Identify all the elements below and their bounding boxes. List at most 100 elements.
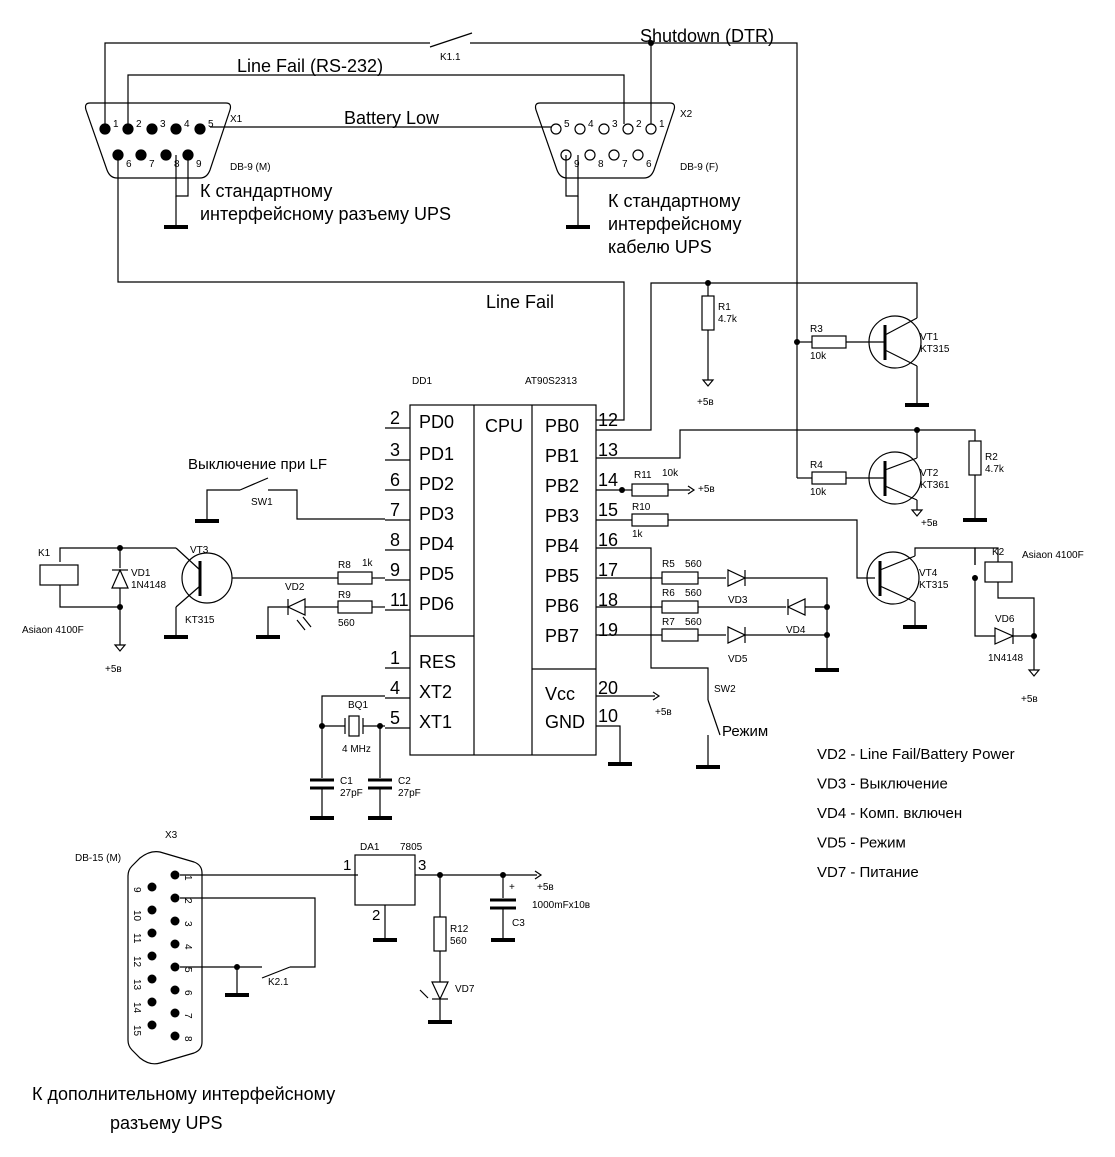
vcc-label: +5в [1021, 694, 1038, 705]
pin-number: 8 [598, 159, 604, 170]
legend-item: VD3 - Выключение [817, 776, 948, 793]
top-wiring [104, 32, 798, 478]
pin-number: 6 [646, 159, 652, 170]
connector-pin [632, 149, 644, 161]
sw1-label: SW1 [251, 497, 273, 508]
x1-type: DB-9 (M) [230, 162, 271, 173]
connector-pin [598, 123, 610, 135]
pin-name: PB7 [545, 626, 579, 646]
pin-number: 3 [390, 440, 400, 460]
crystal-circuit: BQ1 4 MHz C1 27pF C2 27pF [310, 695, 421, 820]
vd3-label: VD3 [728, 595, 748, 606]
vcc-label: +5в [697, 397, 714, 408]
r8-value: 1k [362, 558, 374, 569]
r10-value: 1k [632, 529, 644, 540]
r4-value: 10k [810, 487, 827, 498]
vcc-label: +5в [698, 484, 715, 495]
pin-number: 8 [174, 159, 180, 170]
pin-number: 3 [612, 119, 618, 130]
r1-value: 4.7k [718, 314, 738, 325]
da1-pin: 3 [418, 857, 426, 874]
pin-number: 5 [182, 967, 193, 973]
pin-number: 11 [131, 933, 142, 944]
connector-pin [622, 123, 634, 135]
vcc-label: +5в [537, 882, 554, 893]
vd2-label: VD2 [285, 582, 305, 593]
r3-label: R3 [810, 324, 823, 335]
pin-name: PB0 [545, 416, 579, 436]
line-fail-rs232-label: Line Fail (RS-232) [237, 56, 383, 76]
line-fail-label: Line Fail [486, 292, 554, 312]
pin-number: 17 [598, 560, 618, 580]
connector-pin [170, 870, 180, 880]
junction-dot [648, 40, 654, 46]
pin-number: 1 [390, 648, 400, 668]
vt3-label: VT3 [190, 545, 209, 556]
c1-label: C1 [340, 776, 353, 787]
vt4-part: KT315 [919, 580, 949, 591]
battery-low-label: Battery Low [344, 108, 440, 128]
connector-pin [147, 928, 157, 938]
pin-number: 15 [131, 1025, 142, 1037]
r5-label: R5 [662, 559, 675, 570]
connector-pin [160, 149, 172, 161]
connector-pin [550, 123, 562, 135]
pin-number: 15 [598, 500, 618, 520]
vt2-label: VT2 [920, 468, 939, 479]
pin-number: 9 [574, 159, 580, 170]
x1-caption: К стандартному [200, 181, 332, 201]
x3-caption: К дополнительному интерфейсному [32, 1084, 335, 1104]
legend-item: VD2 - Line Fail/Battery Power [817, 746, 1015, 763]
vd6-part: 1N4148 [988, 653, 1023, 664]
r9-label: R9 [338, 590, 351, 601]
pin-number: 3 [182, 921, 193, 927]
legend-item: VD7 - Питание [817, 864, 919, 881]
r2-value: 4.7k [985, 464, 1005, 475]
pin-number: 1 [659, 119, 665, 130]
pin-number: 5 [390, 708, 400, 728]
pin-number: 6 [182, 990, 193, 996]
r1-label: R1 [718, 302, 731, 313]
x3-type: DB-15 (M) [75, 853, 121, 864]
pin-number: 7 [390, 500, 400, 520]
legend-item: VD4 - Комп. включен [817, 805, 962, 822]
da1-pin: 2 [372, 907, 380, 924]
connector-pin [645, 123, 657, 135]
connector-pin [146, 123, 158, 135]
pin-number: 2 [136, 119, 142, 130]
connector-pin [147, 882, 157, 892]
pin-name: PB1 [545, 446, 579, 466]
x3-caption: разъему UPS [110, 1113, 223, 1133]
mcu-ref: DD1 [412, 376, 432, 387]
k1-part: Asiaon 4100F [22, 625, 84, 636]
pin-number: 7 [149, 159, 155, 170]
connector-pin [99, 123, 111, 135]
sw1-caption: Выключение при LF [188, 456, 327, 473]
vt3-circuit: R8 1k VT3 KT315 K1 Asiaon 4100F VD1 1N41… [22, 545, 385, 675]
r2-label: R2 [985, 452, 998, 463]
connector-pin [584, 149, 596, 161]
r6-value: 560 [685, 588, 702, 599]
pin-number: 2 [390, 408, 400, 428]
pin-number: 4 [182, 944, 193, 950]
pin-name: RES [419, 652, 456, 672]
pin-number: 2 [636, 119, 642, 130]
connector-pin [122, 123, 134, 135]
x2-caption: К стандартному [608, 191, 740, 211]
connector-pin [170, 939, 180, 949]
pin-number: 9 [131, 887, 142, 893]
pin-number: 18 [598, 590, 618, 610]
connector-pin [147, 905, 157, 915]
da1-pin: 1 [343, 857, 351, 874]
r11-value: 10k [662, 468, 679, 479]
pin-number: 9 [196, 159, 202, 170]
pin-number: 6 [126, 159, 132, 170]
pin-number: 10 [598, 706, 618, 726]
pin-number: 1 [113, 119, 119, 130]
pin-number: 4 [184, 119, 190, 130]
connector-pin [194, 123, 206, 135]
sw2-label: SW2 [714, 684, 736, 695]
vd4-label: VD4 [786, 625, 806, 636]
r3-value: 10k [810, 351, 827, 362]
